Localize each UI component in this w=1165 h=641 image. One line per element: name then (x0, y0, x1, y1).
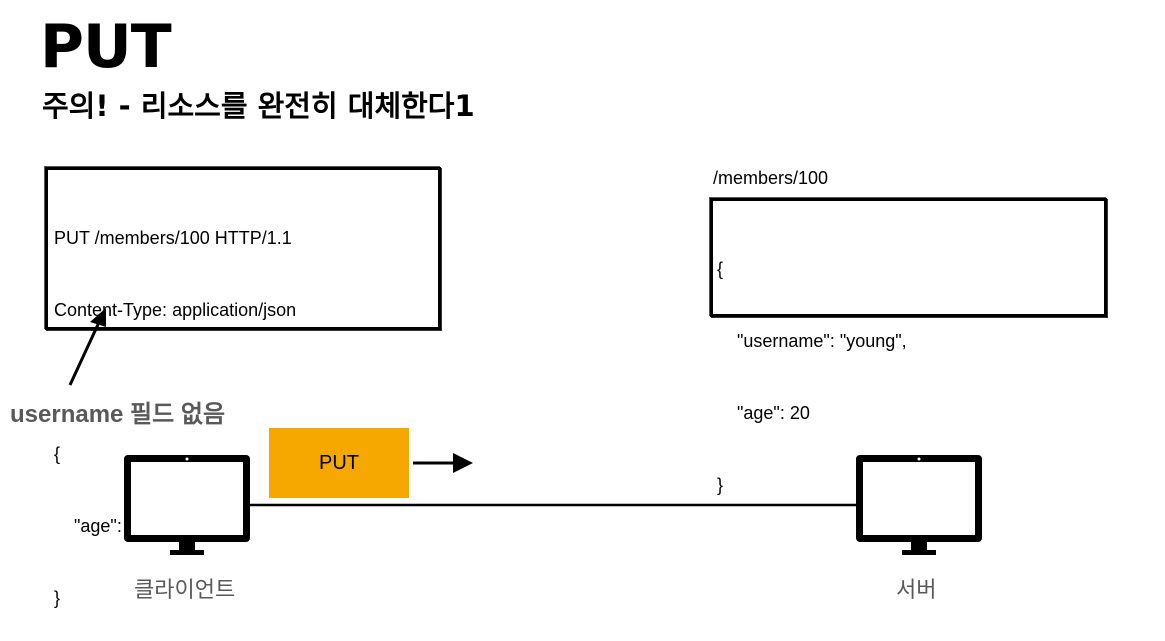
client-label: 클라이언트 (134, 577, 236, 602)
request-direction-arrow (413, 453, 473, 473)
resource-age: "age": 20 (717, 403, 810, 423)
resource-path: /members/100 (713, 168, 829, 188)
resource-body-close: } (717, 475, 724, 495)
resource-box: { "username": "young", "age": 20 } (710, 198, 1107, 495)
request-body-open: { (54, 444, 61, 464)
client-monitor-icon (124, 455, 250, 555)
annotation-arrow (68, 308, 106, 386)
put-method-badge: PUT (269, 428, 409, 498)
slide-title: PUT (40, 12, 172, 82)
request-line: PUT /members/100 HTTP/1.1 (54, 228, 292, 248)
slide-subtitle: 주의! - 리소스를 완전히 대체한다1 (42, 89, 475, 123)
put-method-label: PUT (319, 451, 359, 474)
server-monitor-icon (856, 455, 982, 555)
request-header: Content-Type: application/json (54, 300, 297, 320)
request-body-close: } (54, 588, 61, 608)
resource-username: "username": "young", (717, 331, 907, 351)
server-label: 서버 (896, 577, 937, 602)
resource-body-open: { (717, 259, 724, 279)
missing-field-note: username 필드 없음 (10, 401, 226, 428)
request-message-box: PUT /members/100 HTTP/1.1 Content-Type: … (45, 167, 441, 608)
